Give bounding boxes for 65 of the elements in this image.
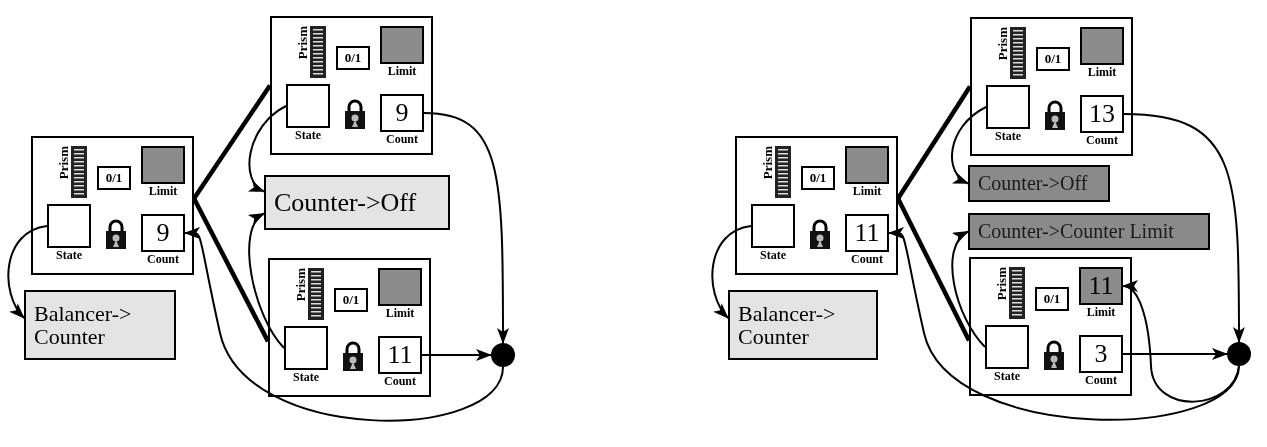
field-label: Limit xyxy=(148,185,178,197)
field-label: State xyxy=(995,130,1021,142)
value-box: 9 xyxy=(380,94,424,132)
flag-box: 0/1 xyxy=(97,166,131,190)
state-banner: Counter->Off xyxy=(968,165,1110,202)
object-box xyxy=(970,17,1133,156)
thick-line xyxy=(896,197,971,342)
object-box xyxy=(270,16,433,155)
thick-line xyxy=(896,85,972,200)
object-box xyxy=(268,258,431,397)
field-label: Count xyxy=(1086,134,1118,146)
prism-label: Prism xyxy=(761,146,774,180)
object-box xyxy=(735,136,898,275)
field-label: Limit xyxy=(852,185,882,197)
flag-box: 0/1 xyxy=(801,166,835,190)
object-box xyxy=(31,136,194,275)
field-label: Count xyxy=(386,133,418,145)
field-label: State xyxy=(293,371,319,383)
field-label: State xyxy=(56,249,82,261)
arrow xyxy=(888,226,1240,421)
state-banner: Counter->Counter Limit xyxy=(968,213,1210,250)
arrow xyxy=(1122,348,1228,360)
value-box: 13 xyxy=(1080,95,1124,133)
prism-label: Prism xyxy=(294,268,307,302)
field-label: Limit xyxy=(385,307,415,319)
arrow xyxy=(951,106,987,185)
arrow xyxy=(1123,113,1245,343)
field-label: State xyxy=(295,129,321,141)
prism-label: Prism xyxy=(296,26,309,60)
value-box: 9 xyxy=(141,214,185,252)
arrow xyxy=(248,105,287,193)
field-label: Count xyxy=(851,253,883,265)
field-label: State xyxy=(994,370,1020,382)
object-box xyxy=(969,257,1132,396)
prism-label: Prism xyxy=(995,267,1008,301)
flag-box: 0/1 xyxy=(1035,287,1069,311)
value-box: 3 xyxy=(1079,335,1123,373)
value-box: 11 xyxy=(378,336,422,374)
limit-box: 11 xyxy=(1079,267,1123,305)
arrow xyxy=(7,225,48,319)
arrow xyxy=(421,349,492,361)
prism-label: Prism xyxy=(996,27,1009,61)
flag-box: 0/1 xyxy=(336,46,370,70)
thick-line xyxy=(192,84,272,200)
flag-box: 0/1 xyxy=(1036,47,1070,71)
field-label: Limit xyxy=(1087,66,1117,78)
arrow xyxy=(1122,282,1240,403)
arrow xyxy=(248,212,285,349)
state-banner: Balancer-> Counter xyxy=(24,290,176,360)
field-label: Limit xyxy=(387,65,417,77)
field-label: Limit xyxy=(1086,306,1116,318)
field-label: Count xyxy=(384,375,416,387)
prism-label: Prism xyxy=(57,146,70,180)
field-label: Count xyxy=(147,253,179,265)
arrow xyxy=(711,225,752,319)
thick-line xyxy=(192,197,270,343)
arrow xyxy=(423,112,509,344)
value-box: 11 xyxy=(845,214,889,252)
field-label: Count xyxy=(1085,374,1117,386)
state-banner: Balancer-> Counter xyxy=(728,290,878,360)
arrow xyxy=(184,226,504,422)
field-label: State xyxy=(760,249,786,261)
flag-box: 0/1 xyxy=(334,288,368,312)
state-banner: Counter->Off xyxy=(264,175,450,230)
arrow xyxy=(951,230,986,348)
